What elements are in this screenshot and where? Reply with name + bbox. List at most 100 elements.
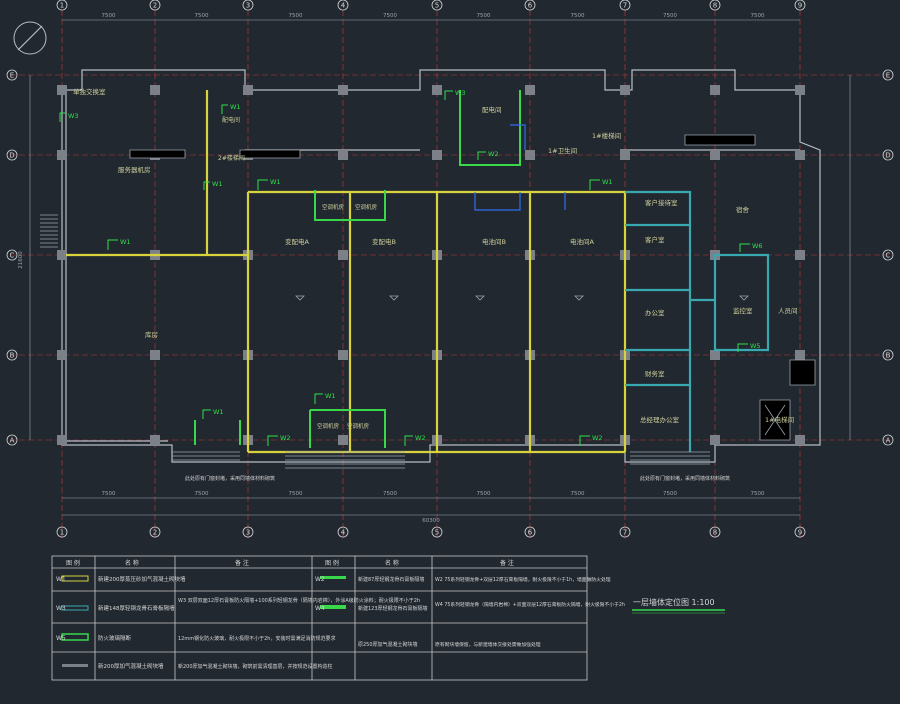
grid-bubble xyxy=(56,526,68,538)
column xyxy=(432,150,442,160)
wall-tag: W6 xyxy=(752,242,763,250)
wall-w3-group xyxy=(625,190,770,452)
room-label: 变配电A xyxy=(285,237,310,246)
dim-label: 7500 xyxy=(383,491,397,497)
room-label: 客户接待室 xyxy=(645,198,678,207)
wall-tag: W1 xyxy=(212,180,223,188)
wall-tag-markers: W1 W1 W1 W1 W1 W2 W2 W2 W2 W3 W3 W1 W6 W… xyxy=(68,89,763,442)
column xyxy=(710,150,720,160)
room-label: 电池间B xyxy=(482,237,506,246)
dim-label: 7500 xyxy=(477,13,491,19)
grid-bubble xyxy=(6,249,18,261)
room-label: 办公室 xyxy=(645,308,665,317)
wall-tag: W5 xyxy=(750,342,761,350)
dim-label: 7500 xyxy=(751,13,765,19)
legend-table-frame xyxy=(51,555,588,681)
grid-bubble-label: 5 xyxy=(435,529,439,537)
legend-right-row-2-tag: W4 xyxy=(315,605,325,612)
column xyxy=(57,150,67,160)
legend-swatches xyxy=(61,575,346,667)
grid-bubble-label: B xyxy=(10,352,15,360)
room-label: 2#楼梯间 xyxy=(218,154,245,162)
door-swings xyxy=(474,124,566,211)
column xyxy=(150,85,160,95)
column xyxy=(432,85,442,95)
wall-tag: W3 xyxy=(455,89,466,97)
grid-bubble xyxy=(337,526,349,538)
grid-bubble xyxy=(431,0,443,11)
dim-label: 7500 xyxy=(571,491,585,497)
dim-label: 7500 xyxy=(195,13,209,19)
legend-row-4-note: 新200厚加气混凝土砌块墙，砌筑前需清理基层，并按规范设置构造柱 xyxy=(178,663,333,670)
wall-tag: W1 xyxy=(213,408,224,416)
grid-bubble-label: C xyxy=(10,252,15,260)
legend-row-1-name: 新建200厚蒸压砂加气混凝土砌块墙 xyxy=(98,575,186,583)
wall-tag: W2 xyxy=(415,434,426,442)
wall-tag: W1 xyxy=(325,392,336,400)
dim-label: 7500 xyxy=(383,13,397,19)
room-label: 变配电B xyxy=(372,237,396,246)
dim-label: 7500 xyxy=(195,491,209,497)
legend-row-2-note: W3 双层双面12厚石膏板防火隔墙+100系列轻钢龙骨（隔墙内岩棉），外涂A级防… xyxy=(178,597,420,604)
legend-row-2-tag: W3 xyxy=(56,605,66,612)
bottom-note-left: 此处原有门窗封堵，采用同墙体材料砌筑 xyxy=(185,475,275,482)
elevation-marks xyxy=(295,295,749,301)
grid-bubble xyxy=(619,526,631,538)
dim-label: 7500 xyxy=(663,491,677,497)
legend-row-3-note: 12mm钢化防火玻璃，耐火极限不小于2h，安装时需满足消防规范要求 xyxy=(178,635,335,642)
wall-tag: W1 xyxy=(602,178,613,186)
grid-bubble xyxy=(6,349,18,361)
grid-bubble-label: 4 xyxy=(341,529,346,537)
wall-w2-group xyxy=(194,90,521,448)
column xyxy=(710,85,720,95)
column xyxy=(57,435,67,445)
grid-bubble xyxy=(882,434,894,446)
grid-bubble xyxy=(882,69,894,81)
grid-bubble xyxy=(524,0,536,11)
grid-bubble-label: D xyxy=(885,152,890,160)
drawing-title: 一层墙体定位图 1:100 xyxy=(633,597,715,607)
dim-label: 7500 xyxy=(102,13,116,19)
room-labels: 单独交换室 服务器机房 配电间 2#楼梯间 空调机房 空调机房 变配电A 变配电… xyxy=(73,87,798,430)
column xyxy=(525,85,535,95)
north-arrow-icon xyxy=(13,21,47,55)
legend-table: 图 例 名 称 备 注 图 例 名 称 备 注 W1 新建200厚蒸压砂加气混凝… xyxy=(56,559,625,670)
legend-row-3-tag: W5 xyxy=(56,635,66,642)
room-label: 配电间 xyxy=(222,116,240,124)
grid-bubble xyxy=(149,526,161,538)
dim-label: 7500 xyxy=(289,491,303,497)
column xyxy=(525,150,535,160)
room-label: 财务室 xyxy=(645,369,665,378)
grid-bubble xyxy=(6,149,18,161)
room-label: 1#楼梯间 xyxy=(592,131,621,140)
grid-bubble xyxy=(242,0,254,11)
grid-bubble xyxy=(882,349,894,361)
room-label: 空调机房 xyxy=(355,203,378,211)
wall-tag: W1 xyxy=(120,238,131,246)
room-label: 电池间A xyxy=(570,237,595,246)
grid-bubble-label: 4 xyxy=(341,2,346,10)
column xyxy=(795,85,805,95)
column xyxy=(795,435,805,445)
room-label: 监控室 xyxy=(733,306,753,315)
dim-label: 7500 xyxy=(571,13,585,19)
legend-row-4-name: 新200厚加气混凝土砌块墙 xyxy=(98,662,164,670)
dim-label: 7500 xyxy=(663,13,677,19)
legend-header-icon: 图 例 xyxy=(66,559,80,567)
column xyxy=(57,350,67,360)
grid-bubble xyxy=(882,149,894,161)
grid-bubble xyxy=(882,249,894,261)
wall-tag: W2 xyxy=(280,434,291,442)
grid-bubble-label: 9 xyxy=(798,529,802,537)
room-label: 空调机房 xyxy=(322,203,345,211)
legend-right-row-1-name: 新建87厚轻钢龙骨石膏板隔墙 xyxy=(358,576,424,583)
room-label: 宿舍 xyxy=(736,205,750,214)
grid-bubble-label: A xyxy=(10,437,15,445)
column xyxy=(620,150,630,160)
grid-bubble-label: E xyxy=(886,72,890,80)
grid-bubble-label: 2 xyxy=(153,529,157,537)
wall-tag: W2 xyxy=(592,434,603,442)
column xyxy=(710,435,720,445)
grid-bubble xyxy=(242,526,254,538)
